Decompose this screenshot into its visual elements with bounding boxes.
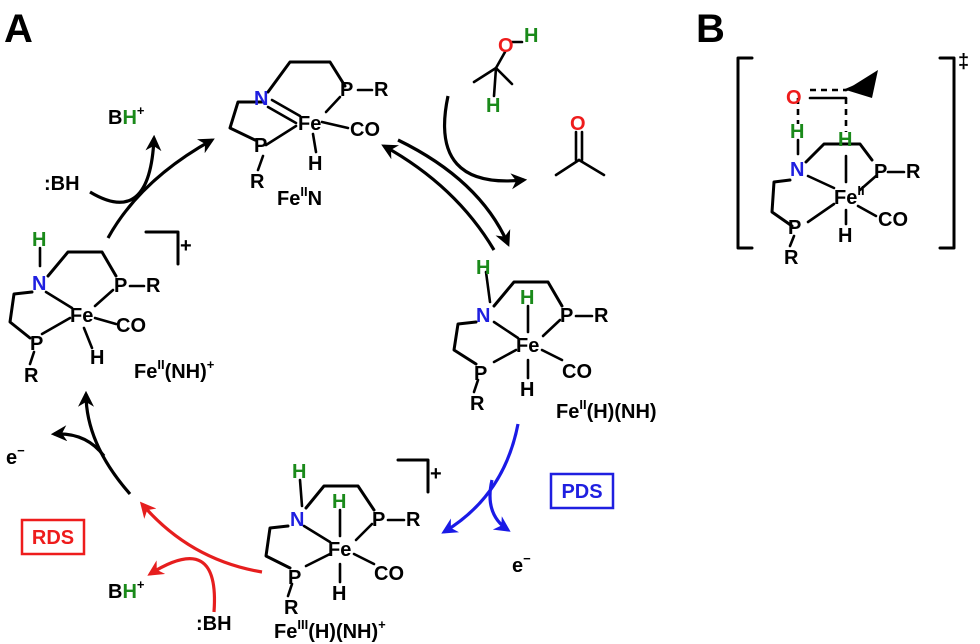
atom-h: H [486,95,500,117]
acetone-molecule: O [554,113,606,177]
base-top: :BH [44,173,80,195]
rds-label: RDS [32,527,74,549]
atom-n: N [790,159,804,181]
atom-fe: Fe [70,305,93,327]
arrow-base-bh [89,134,162,204]
arrow-pds-electron [488,479,511,532]
atom-r: R [406,509,421,531]
atom-p: P [340,79,353,101]
ligand-co: CO [350,119,380,141]
atom-p: P [114,275,127,297]
protonated-base-top: BH+ [108,103,145,129]
arrow-pds-oxidation [441,423,520,534]
atom-h: H [838,225,852,247]
atom-r: R [906,161,921,183]
atom-r: R [594,305,609,327]
atom-p: P [288,567,301,589]
transition-state-symbol: ‡ [958,51,969,73]
panel-label-b: B [696,7,725,51]
pds-label: PDS [561,481,602,503]
atom-h: H [332,491,346,513]
atom-r: R [24,365,39,387]
arrow-forward-to-hydride [397,138,511,247]
atom-h: H [520,379,534,401]
complex-fe-ii-h-nh: H N H Fe P R P R CO H FeII(H)(NH) [452,257,657,423]
species-label-fe-iii-h-nh-plus: FeIII(H)(NH)+ [274,617,386,643]
charge-plus: + [180,235,192,257]
atom-h: H [476,257,490,279]
atom-r: R [784,247,799,269]
electron-right: e− [512,551,531,577]
atom-h: H [520,287,534,309]
atom-h: H [838,129,852,151]
transition-state-panel: ‡ O H H N FeII P R P R CO H [736,51,969,269]
arrow-electron-release [50,425,106,457]
atom-r: R [250,171,265,193]
atom-r: R [146,275,161,297]
atom-r: R [374,79,389,101]
atom-p: P [788,217,801,239]
atom-p: P [474,363,487,385]
ligand-co: CO [878,209,908,231]
arrow-rds-base [147,557,217,613]
complex-fe-ii-n: N Fe P R P R CO H FeIIN [228,60,389,210]
atom-n: N [290,509,304,531]
atom-h: H [308,153,322,175]
arrow-deprotonation [106,138,215,239]
atom-o: O [498,35,514,57]
atom-p: P [372,509,385,531]
atom-p: P [560,305,573,327]
arrow-rds-deprotonation [139,501,263,574]
pds-box: PDS [549,472,615,510]
atom-r: R [284,597,299,619]
species-label-fe-ii-h-nh: FeII(H)(NH) [556,397,657,423]
complex-fe-ii-nh-plus: H N Fe P R P R CO H + FeII(NH)+ [8,229,215,387]
atom-h: H [790,121,804,143]
atom-h: H [292,461,306,483]
electron-left: e− [6,443,25,469]
species-label-fe-ii-n: FeIIN [277,184,322,210]
atom-n: N [32,273,46,295]
atom-o: O [570,113,586,135]
atom-fe: Fe [516,335,539,357]
atom-fe: FeII [834,183,865,209]
panel-label-a: A [4,7,33,51]
atom-h: H [90,347,104,369]
isopropanol-molecule: O H H [472,25,538,117]
arrow-substrate-in [442,95,528,190]
atom-fe: Fe [298,113,321,135]
atom-p: P [254,135,267,157]
atom-h: H [524,25,538,47]
atom-h: H [32,229,46,251]
atom-p: P [874,161,887,183]
atom-fe: Fe [328,539,351,561]
atom-n: N [476,305,490,327]
base-bottom: :BH [196,613,232,635]
ligand-co: CO [562,361,592,383]
atom-r: R [470,393,485,415]
species-label-fe-ii-nh-plus: FeII(NH)+ [134,357,215,383]
protonated-base-bottom: BH+ [108,577,145,603]
arrow-oxidation-to-cation [78,390,132,496]
atom-o: O [786,87,802,109]
complex-fe-iii-h-nh-plus: H N H Fe P R P R CO H + FeIII(H)(NH)+ [264,458,442,643]
atom-n: N [254,88,268,110]
atom-h: H [332,583,346,605]
rds-box: RDS [20,518,86,556]
ligand-co: CO [116,315,146,337]
ligand-co: CO [374,563,404,585]
arrow-reverse-to-amide [381,144,496,251]
atom-p: P [30,333,43,355]
charge-plus: + [430,463,442,485]
